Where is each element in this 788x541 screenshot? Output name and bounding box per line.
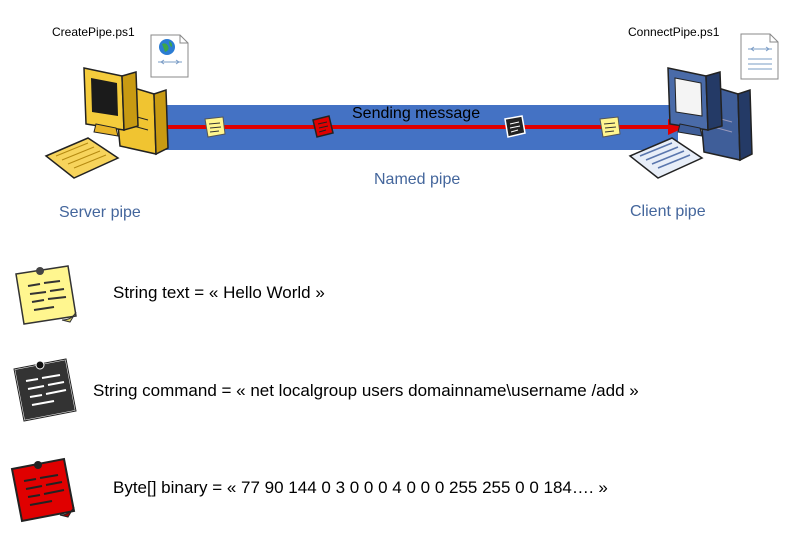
script-file-icon [150, 34, 189, 78]
black-note-icon [504, 115, 526, 138]
client-computer-icon [628, 67, 753, 179]
byte-binary-example: Byte[] binary = « 77 90 144 0 3 0 0 0 4 … [113, 478, 608, 497]
yellow-note-icon [599, 116, 621, 138]
red-note-icon [312, 115, 334, 138]
yellow-note-icon [15, 265, 77, 325]
client-pipe-label: Client pipe [630, 203, 706, 220]
message-flow-line [160, 125, 675, 129]
named-pipe-label: Named pipe [374, 171, 461, 188]
black-note-icon [12, 357, 78, 423]
client-script-filename: ConnectPipe.ps1 [628, 25, 720, 39]
string-text-example: String text = « Hello World » [113, 283, 325, 302]
server-script-filename: CreatePipe.ps1 [52, 25, 135, 39]
server-computer-icon [44, 67, 169, 179]
server-pipe-label: Server pipe [59, 204, 141, 221]
yellow-note-icon [204, 116, 226, 138]
script-file-icon [740, 33, 779, 80]
sending-message-label: Sending message [352, 105, 481, 122]
red-note-icon [10, 457, 76, 523]
string-command-example: String command = « net localgroup users … [93, 381, 639, 400]
